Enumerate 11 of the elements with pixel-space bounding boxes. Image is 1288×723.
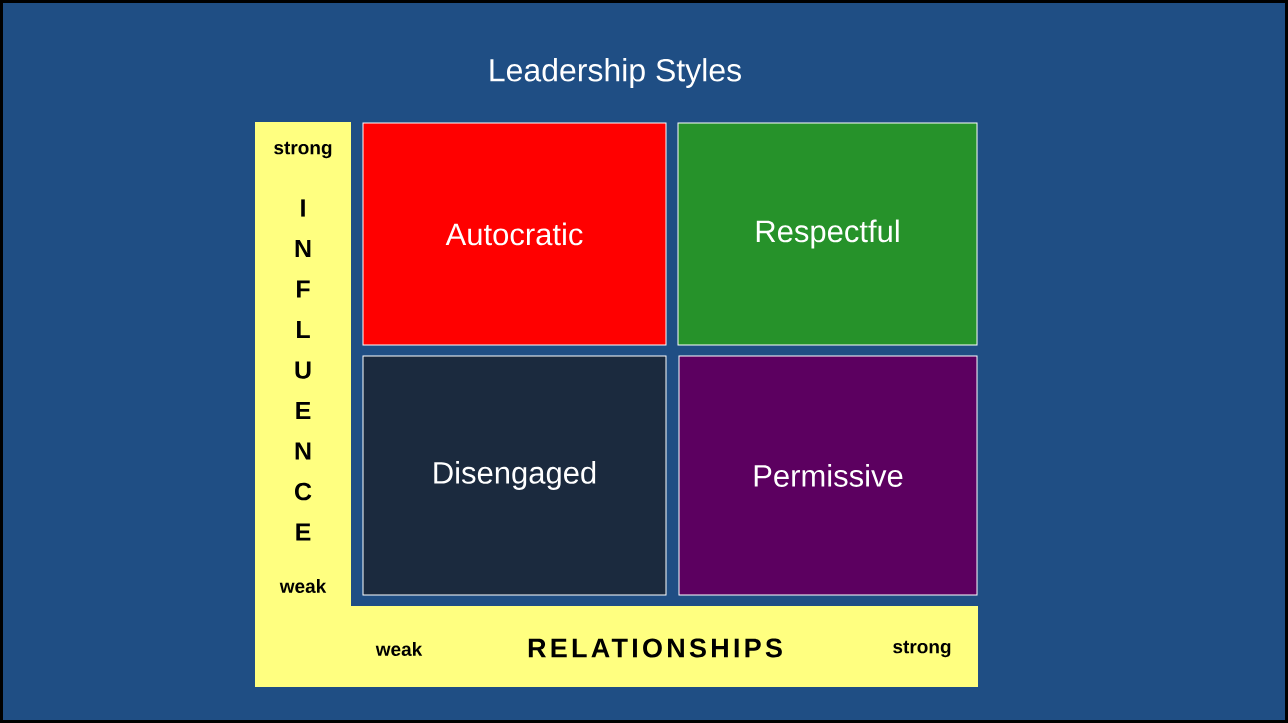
style-quadrant: Permissive bbox=[678, 355, 978, 596]
style-quadrant: Respectful bbox=[677, 122, 978, 346]
axis-title: INFLUENCE bbox=[295, 199, 312, 541]
axis-end-label: weak bbox=[279, 579, 327, 593]
slide-title: Leadership Styles bbox=[490, 58, 741, 88]
style-quadrant: Autocratic bbox=[362, 122, 667, 346]
style-quadrant: Disengaged bbox=[362, 355, 667, 596]
axis-end-label: strong bbox=[274, 141, 332, 159]
axis-title: RELATIONSHIPS bbox=[528, 638, 782, 658]
axis-end-label: strong bbox=[893, 640, 951, 658]
axis-end-label: weak bbox=[375, 642, 423, 656]
